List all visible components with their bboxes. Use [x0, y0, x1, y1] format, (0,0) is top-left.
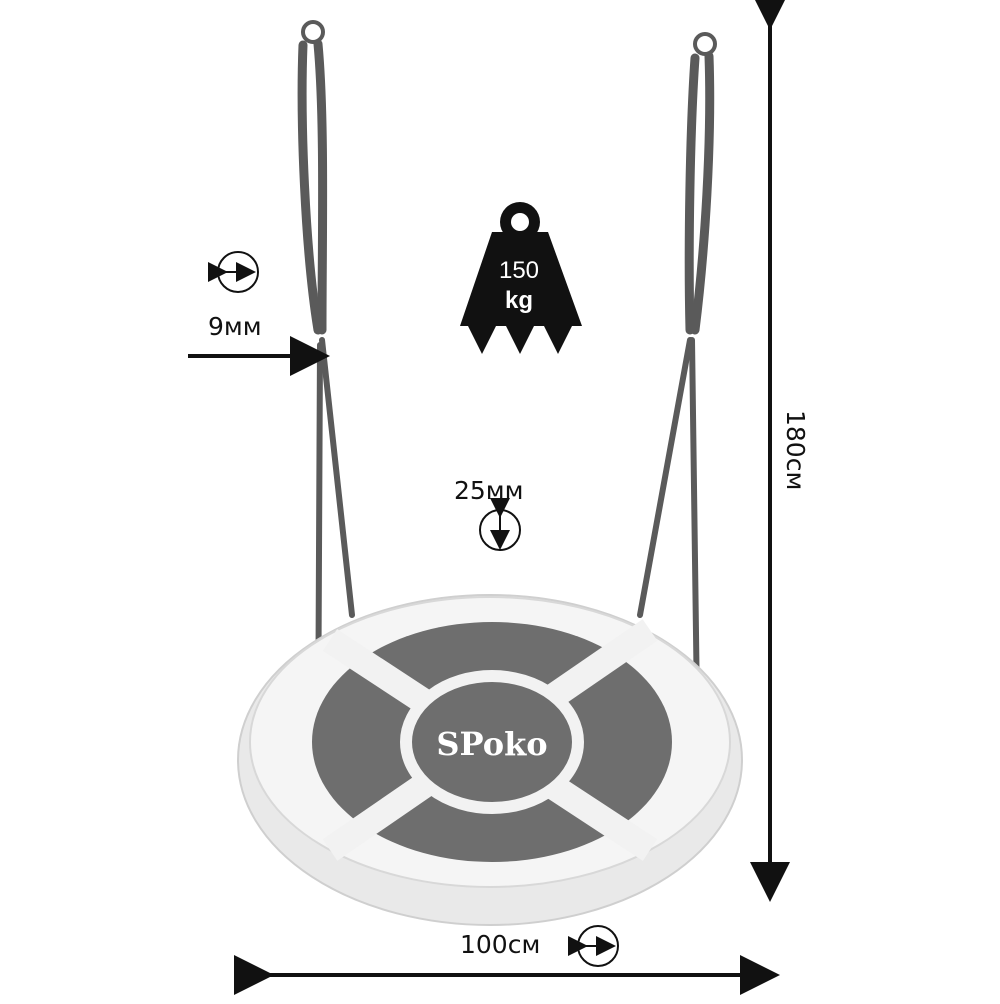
weight-value: 150 [499, 257, 539, 284]
weight-unit: kg [505, 287, 533, 314]
total-height-label: 180см [781, 410, 810, 491]
brand-logo: SPoko [436, 725, 547, 763]
swing-seat [237, 594, 743, 926]
seat-diameter-label: 100см [460, 930, 541, 959]
seat-thickness-label: 25мм [454, 476, 524, 505]
horizontal-size-icon [568, 925, 619, 967]
horizontal-size-icon [208, 251, 259, 293]
rope-diameter-label: 9мм [208, 312, 262, 341]
weight-icon [460, 202, 582, 354]
vertical-size-icon [479, 498, 521, 551]
width-dimension-line [234, 925, 780, 995]
